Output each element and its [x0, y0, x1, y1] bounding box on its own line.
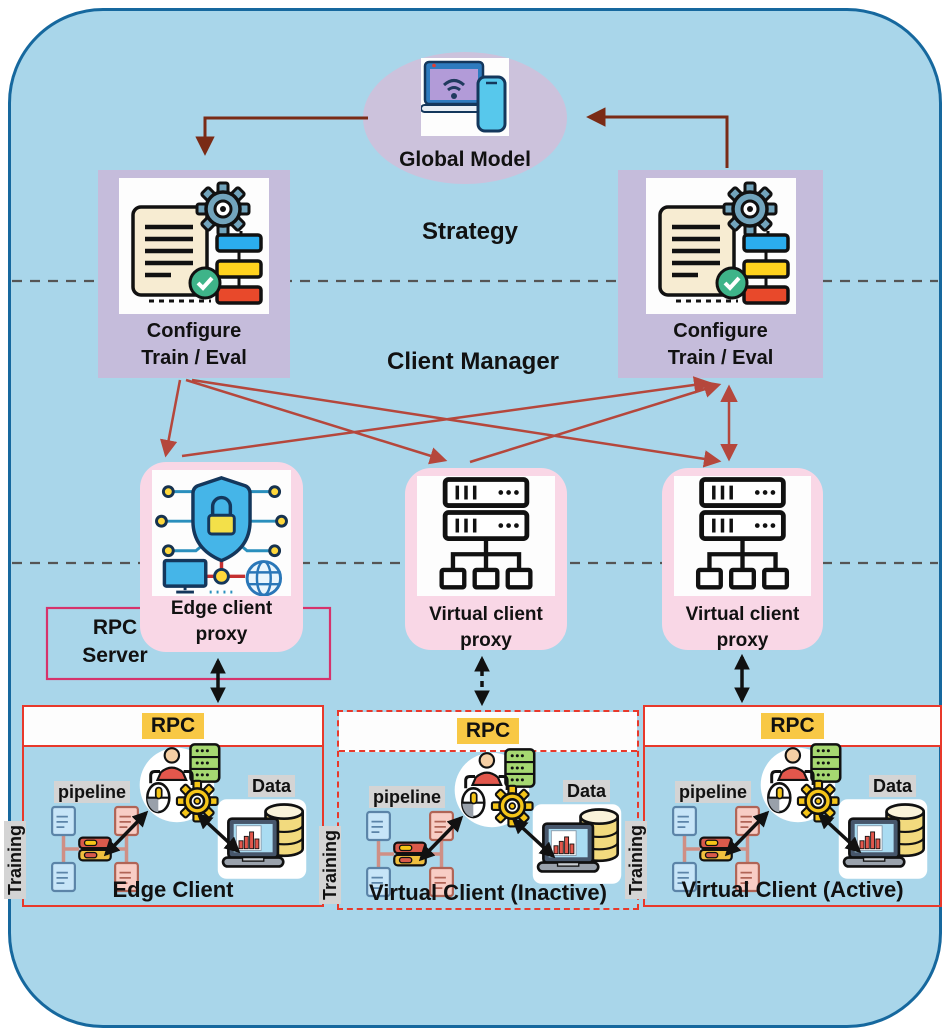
laptop-phone-icon: [420, 60, 507, 133]
virtual-client-active-box: RPC Training pipeline: [625, 705, 942, 907]
client-body: Training pipeline: [625, 743, 940, 905]
data-label: Data: [869, 775, 917, 797]
server-tree-icon: [695, 477, 790, 590]
rpc-chip: RPC: [761, 713, 824, 739]
server-tree-icon: [439, 477, 533, 590]
configure-train-eval-right: Configure Train / Eval: [618, 170, 823, 378]
proxy-iconbox: [417, 476, 555, 596]
configure-label-line1: Configure: [146, 320, 242, 342]
proxy-iconbox: [152, 470, 291, 597]
data-label: Data: [563, 780, 611, 802]
laptop-database-icon: [838, 799, 928, 879]
global-model-iconbox: [420, 58, 509, 136]
client-title: Virtual Client (Active): [681, 876, 904, 902]
secure-network-icon: [155, 476, 288, 597]
training-label: Training: [625, 820, 647, 899]
data-label: Data: [248, 775, 296, 797]
client-body: Training pipeline: [4, 743, 322, 905]
worker-gear-icon: [760, 743, 842, 823]
client-title: Edge Client: [112, 876, 234, 902]
config-gear-doc-icon: [658, 181, 790, 305]
training-label: Training: [4, 820, 26, 899]
proxy-label-line1: Virtual client: [429, 604, 543, 625]
configure-label-line1: Configure: [673, 320, 768, 342]
virtual-client-inactive-box: RPC Training pipeline: [319, 710, 639, 910]
rpc-server-label: RPC Server: [55, 614, 175, 670]
rpc-header: RPC: [24, 707, 322, 747]
virtual-client-proxy-node-2: Virtual client proxy: [662, 468, 823, 651]
client-manager-label: Client Manager: [386, 348, 560, 375]
worker-gear-icon: [139, 743, 221, 823]
pipeline-label: pipeline: [54, 781, 131, 803]
configure-train-eval-left: Configure Train / Eval: [98, 170, 290, 378]
worker-gear-icon: [454, 748, 536, 828]
client-title: Virtual Client (Inactive): [369, 879, 607, 905]
rpc-header: RPC: [339, 712, 637, 752]
configure-label-line2: Train / Eval: [141, 347, 247, 369]
proxy-label-line2: proxy: [716, 630, 769, 651]
laptop-database-icon: [217, 799, 307, 879]
pipeline-label: pipeline: [369, 786, 446, 808]
edge-client-box: RPC Training pipeline: [4, 705, 324, 907]
proxy-label-line2: proxy: [460, 630, 512, 651]
proxy-label-line1: Virtual client: [685, 604, 800, 625]
virtual-client-proxy-node-1: Virtual client proxy: [405, 468, 567, 651]
client-body: Training pipeline: [319, 748, 637, 908]
rpc-server-line1: RPC: [92, 616, 138, 639]
configure-iconbox: [646, 178, 796, 314]
laptop-database-icon: [532, 804, 622, 884]
training-label: Training: [319, 825, 341, 904]
rpc-chip: RPC: [456, 718, 520, 744]
configure-iconbox: [119, 178, 269, 314]
config-gear-doc-icon: [131, 181, 263, 305]
configure-label-line2: Train / Eval: [667, 347, 774, 369]
strategy-label: Strategy: [421, 218, 519, 245]
rpc-header: RPC: [645, 707, 940, 747]
proxy-iconbox: [674, 476, 811, 596]
pipeline-label: pipeline: [675, 781, 752, 803]
global-model-node: Global Model: [363, 52, 567, 184]
rpc-server-line2: Server: [82, 644, 148, 667]
rpc-chip: RPC: [141, 713, 205, 739]
global-model-label: Global Model: [399, 148, 531, 171]
